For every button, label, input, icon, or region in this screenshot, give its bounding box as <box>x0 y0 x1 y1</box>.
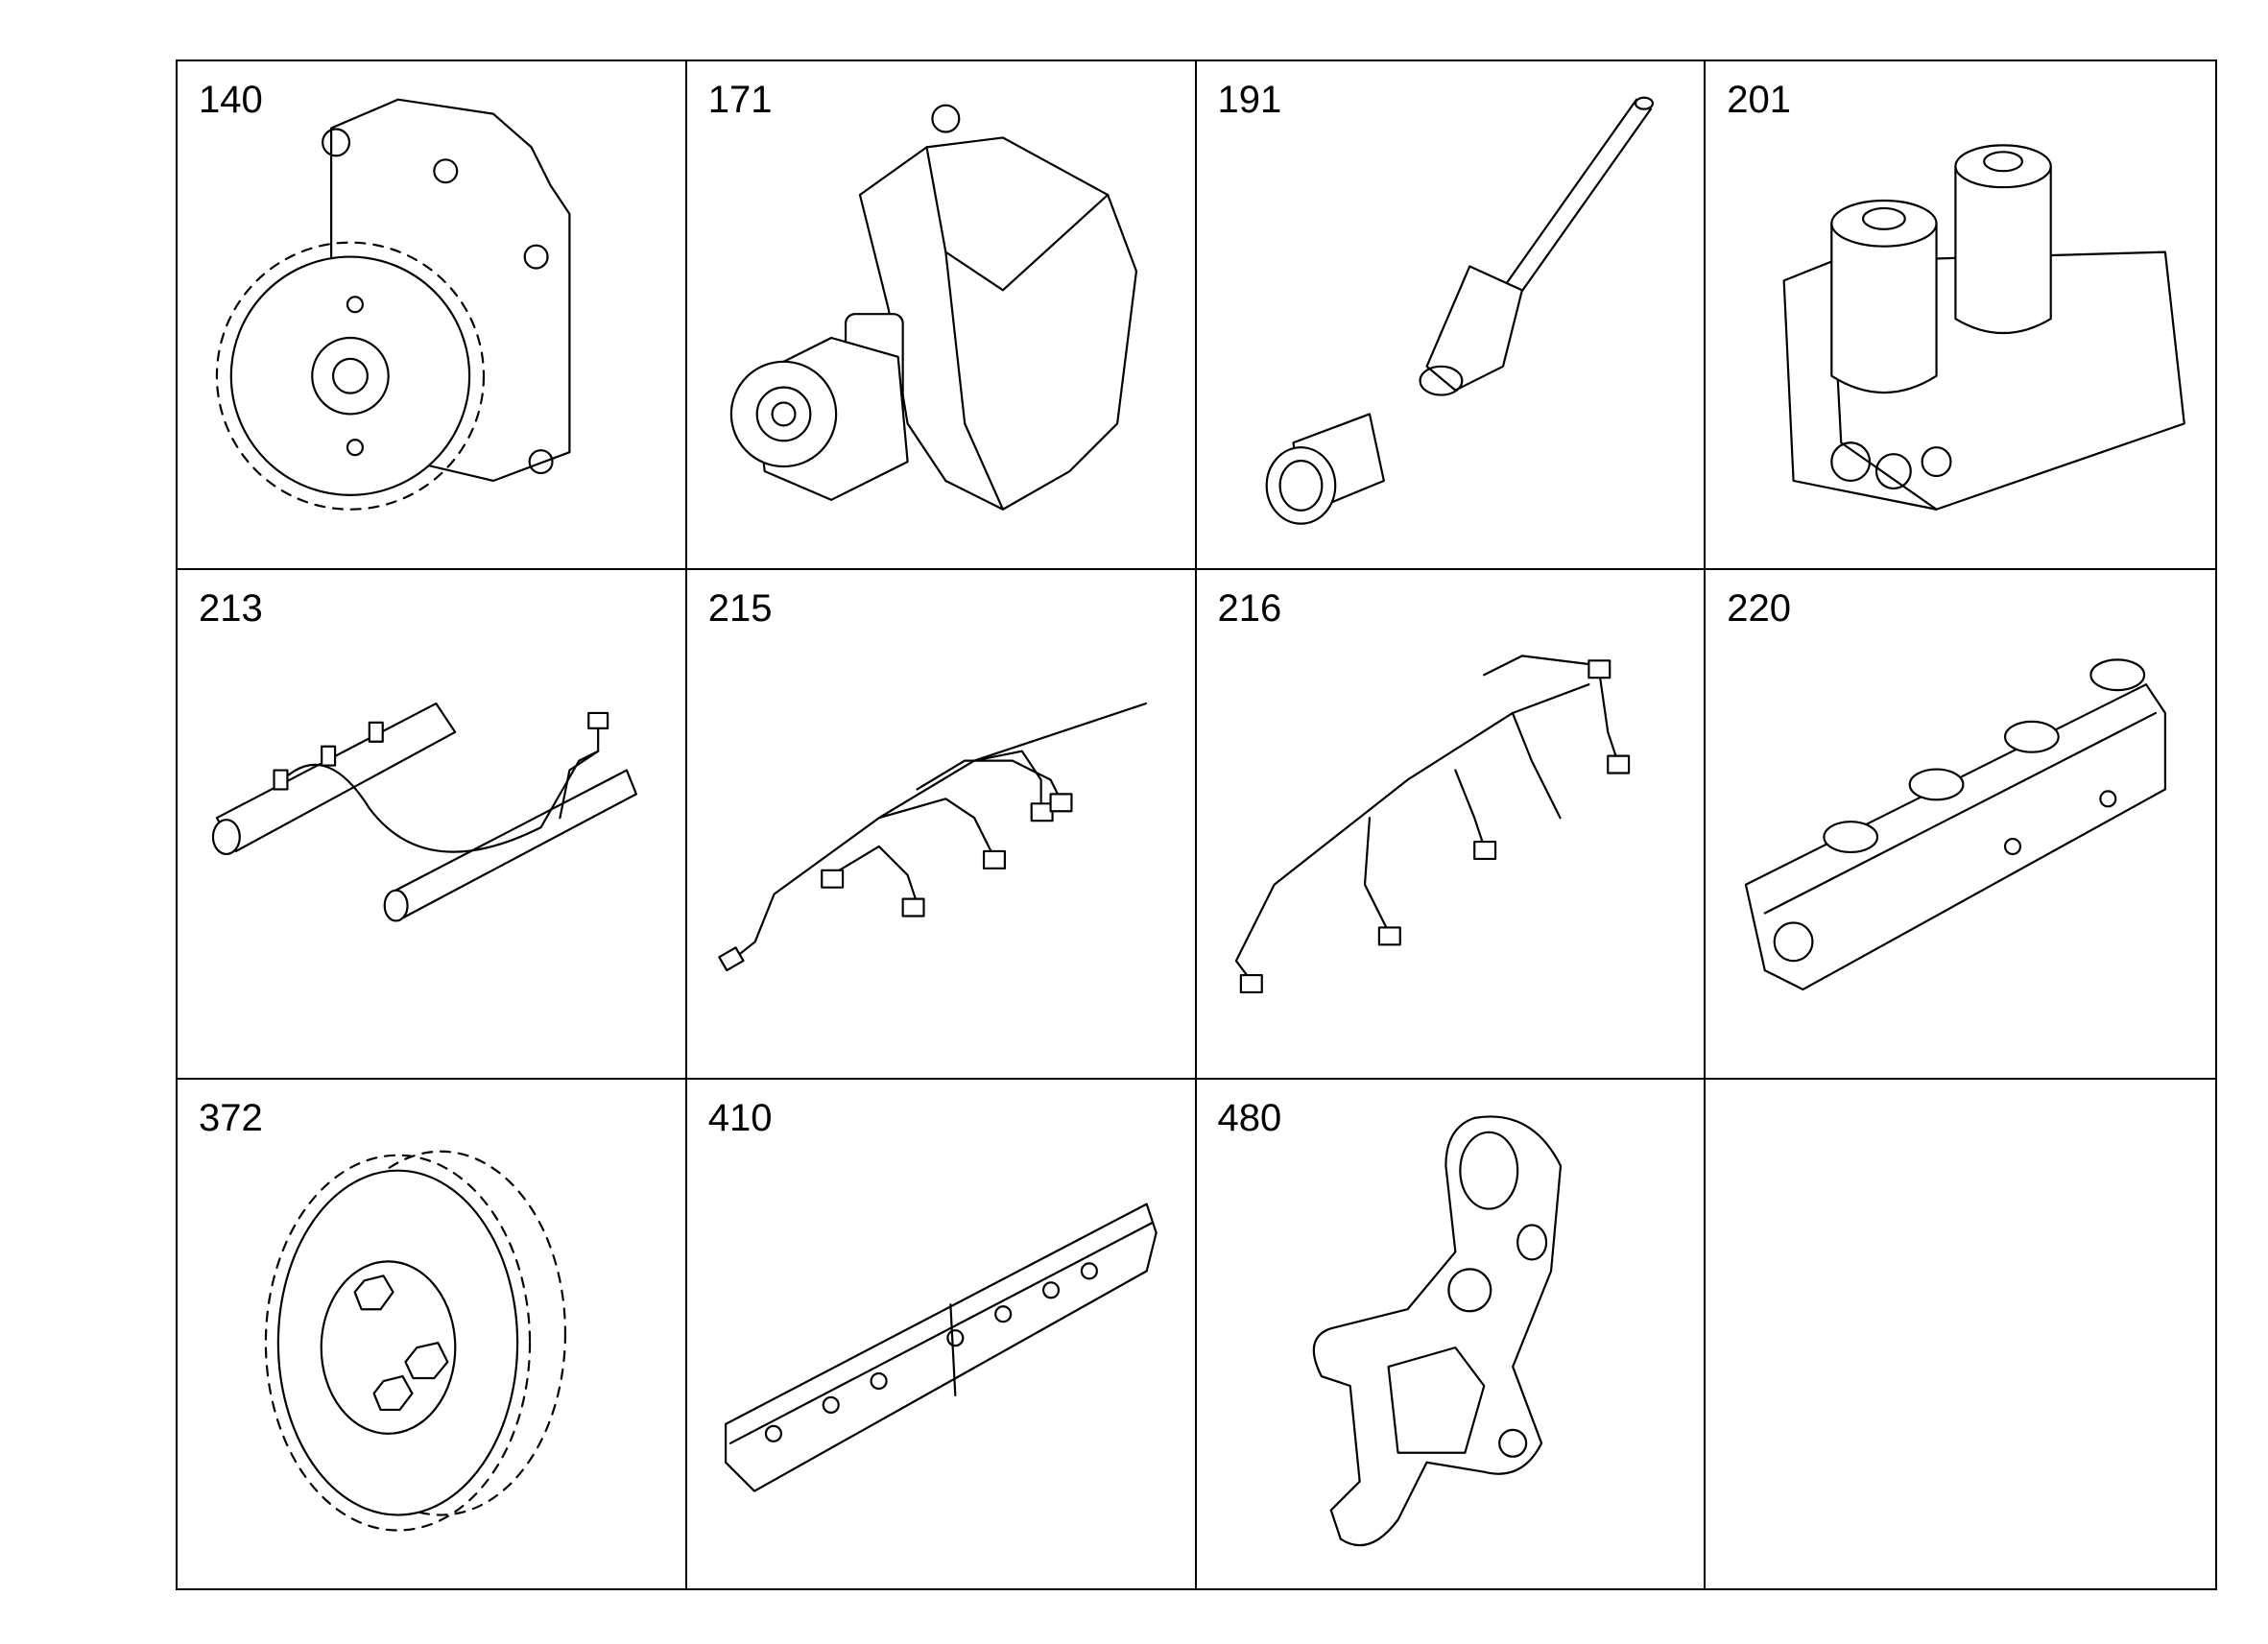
part-cell-140[interactable]: 140 <box>178 61 687 571</box>
part-cell-480[interactable]: 480 <box>1197 1079 1707 1588</box>
gear-pump-icon <box>178 61 685 568</box>
part-cell-410[interactable]: 410 <box>687 1079 1197 1588</box>
fuel-lines-icon <box>1197 570 1705 1077</box>
fuel-rail-right-icon <box>1706 570 2215 1077</box>
injection-pump-icon <box>687 61 1195 568</box>
part-cell-220[interactable]: 220 <box>1706 570 2215 1080</box>
part-number: 216 <box>1217 587 1282 631</box>
part-number: 410 <box>707 1096 773 1139</box>
rail-cover-icon <box>687 1080 1195 1588</box>
part-number: 220 <box>1727 587 1791 631</box>
part-cell-191[interactable]: 191 <box>1196 61 1707 571</box>
part-number: 140 <box>199 79 263 121</box>
parts-grid: 140 171 <box>176 60 2217 1590</box>
fuel-rail-left-icon <box>178 570 685 1077</box>
fuel-lines-icon <box>687 570 1195 1077</box>
part-cell-216[interactable]: 216 <box>1196 570 1707 1080</box>
drive-gear-icon <box>178 1080 685 1588</box>
injector-tube-icon <box>1197 61 1705 568</box>
part-number: 171 <box>707 79 773 121</box>
part-number: 480 <box>1217 1096 1282 1139</box>
part-cell-372[interactable]: 372 <box>178 1079 687 1588</box>
part-cell-171[interactable]: 171 <box>686 61 1197 571</box>
part-number: 215 <box>707 587 773 631</box>
part-number: 372 <box>199 1096 263 1139</box>
fuel-filter-housing-icon <box>1706 61 2215 568</box>
part-cell-215[interactable]: 215 <box>686 570 1197 1080</box>
part-cell-201[interactable]: 201 <box>1706 61 2215 571</box>
part-cell-213[interactable]: 213 <box>178 570 687 1080</box>
part-number: 213 <box>199 587 263 631</box>
bracket-icon <box>1197 1080 1705 1588</box>
part-number: 191 <box>1217 79 1282 121</box>
part-number: 201 <box>1727 79 1791 121</box>
empty-cell <box>1706 1080 2215 1588</box>
